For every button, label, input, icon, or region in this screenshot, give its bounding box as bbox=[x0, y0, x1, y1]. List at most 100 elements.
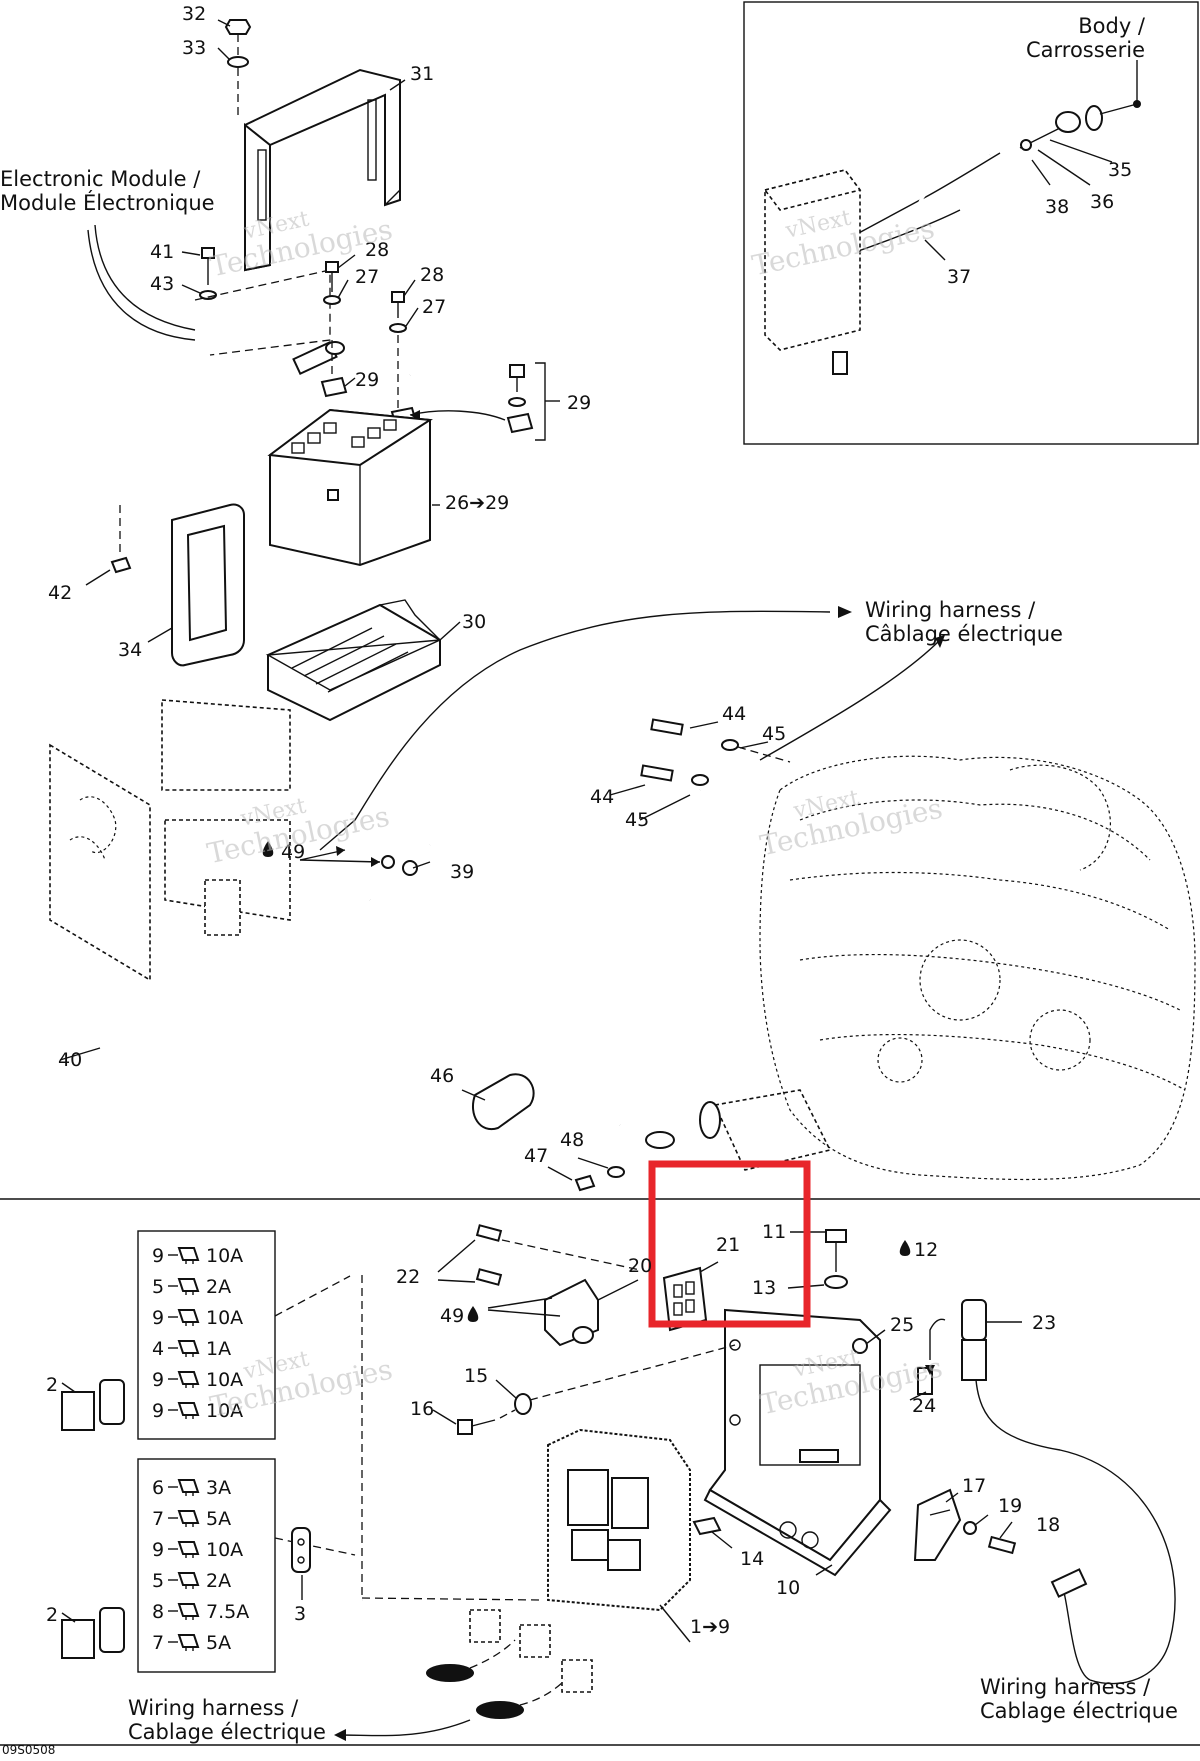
part-label-p11: 11 bbox=[762, 1221, 786, 1243]
fuse-icon bbox=[177, 1634, 200, 1651]
part-label-p44b: 44 bbox=[590, 786, 614, 808]
module-wire-b bbox=[87, 229, 196, 341]
fuse-table-2-num: 7 bbox=[152, 1632, 164, 1654]
part-label-p15: 15 bbox=[464, 1365, 488, 1387]
screw-25 bbox=[852, 1338, 868, 1354]
part-label-p40: 40 bbox=[58, 1049, 82, 1071]
part-label-p24: 24 bbox=[912, 1395, 936, 1417]
nut-32 bbox=[224, 19, 252, 35]
part-label-p18: 18 bbox=[1036, 1514, 1060, 1536]
part-label-p35: 35 bbox=[1108, 159, 1132, 181]
drawing-code: 09S0508 bbox=[2, 1743, 55, 1757]
kit-29 bbox=[506, 362, 560, 441]
fuse-table-1-num: 5 bbox=[152, 1276, 164, 1298]
part-label-p3: 3 bbox=[294, 1603, 306, 1625]
part-label-p29a: 29 bbox=[355, 369, 379, 391]
screw-28a bbox=[323, 261, 341, 305]
battery-26 bbox=[267, 408, 433, 567]
sealant-drop-icon bbox=[899, 1240, 911, 1256]
connector-24 bbox=[917, 1367, 933, 1395]
caption-harness-bottom-left: Wiring harness / bbox=[128, 1696, 299, 1720]
fuse-icon bbox=[177, 1603, 200, 1620]
screw-11 bbox=[825, 1229, 847, 1272]
part-label-p30: 30 bbox=[462, 611, 486, 633]
cable-end-40-top bbox=[292, 340, 345, 376]
module-wire-a bbox=[94, 224, 196, 331]
nut-47 bbox=[574, 1174, 596, 1192]
ecm-housing-dashed bbox=[49, 699, 291, 982]
part-label-p47: 47 bbox=[524, 1145, 548, 1167]
washer-13 bbox=[824, 1275, 848, 1289]
fuse-table-1-rating: 10A bbox=[206, 1307, 243, 1329]
harness-arrow-top bbox=[319, 610, 831, 851]
fuse-table-2-rating: 10A bbox=[206, 1539, 243, 1561]
caption-electronic-module: Module Électronique bbox=[0, 190, 215, 215]
fuse-table-2-num: 6 bbox=[152, 1477, 164, 1499]
fuse-icon bbox=[177, 1340, 200, 1357]
caption-harness-bottom-right: Wiring harness / bbox=[980, 1675, 1151, 1699]
piece-14 bbox=[692, 1516, 722, 1536]
part-label-p34: 34 bbox=[118, 639, 142, 661]
sealant-drop-icon bbox=[467, 1306, 479, 1322]
fuse-table-1-num: 4 bbox=[152, 1338, 164, 1360]
fuse-table-2-rating: 5A bbox=[206, 1508, 231, 1530]
part-label-p42: 42 bbox=[48, 582, 72, 604]
part-label-p31: 31 bbox=[410, 63, 434, 85]
fuse-table-2-rating: 2A bbox=[206, 1570, 231, 1592]
battery-bracket-31 bbox=[244, 68, 401, 272]
connector-end-23 bbox=[1050, 1568, 1088, 1598]
connector-49-top bbox=[204, 855, 418, 936]
part-label-p39: 39 bbox=[450, 861, 474, 883]
clip-3 bbox=[291, 1527, 311, 1573]
caption-body: Body / bbox=[1078, 14, 1146, 38]
battery-pad-34 bbox=[171, 503, 245, 667]
fuse-table-1-num: 9 bbox=[152, 1245, 164, 1267]
fuse-table-2-frame bbox=[137, 1458, 276, 1673]
terminal-46 bbox=[472, 1073, 535, 1131]
part-label-p33: 33 bbox=[182, 37, 206, 59]
battery-tray-30 bbox=[265, 599, 441, 722]
washer-43 bbox=[199, 290, 217, 300]
relay-2-bottom bbox=[61, 1607, 125, 1659]
part-label-p20: 20 bbox=[628, 1255, 652, 1277]
connector-21 bbox=[662, 1266, 708, 1332]
part-label-p28a: 28 bbox=[365, 239, 389, 261]
highlight-box bbox=[648, 1160, 811, 1328]
fuse-table-1-num: 9 bbox=[152, 1400, 164, 1422]
fuse-icon bbox=[177, 1371, 200, 1388]
part-label-p2b: 2 bbox=[46, 1604, 58, 1626]
fuse-table-1-num: 9 bbox=[152, 1369, 164, 1391]
screw-28b bbox=[389, 291, 407, 333]
caption-harness-top: Câblage électrique bbox=[865, 622, 1063, 646]
fuse-table-1-frame bbox=[137, 1230, 276, 1440]
part-label-p12: 12 bbox=[914, 1239, 938, 1261]
screw-22a bbox=[475, 1224, 503, 1242]
caption-body: Carrosserie bbox=[1026, 38, 1145, 62]
part-label-p1: 1➔9 bbox=[690, 1616, 730, 1638]
part-label-p41: 41 bbox=[150, 241, 174, 263]
fuse-icon bbox=[177, 1510, 200, 1527]
part-label-p25: 25 bbox=[890, 1314, 914, 1336]
part-label-p23: 23 bbox=[1032, 1312, 1056, 1334]
caption-harness-top: Wiring harness / bbox=[865, 598, 1036, 622]
part-label-p27a: 27 bbox=[355, 266, 379, 288]
fuse-table-1-rating: 10A bbox=[206, 1245, 243, 1267]
screw-18 bbox=[987, 1535, 1017, 1555]
part-label-p45a: 45 bbox=[762, 723, 786, 745]
part-label-p16: 16 bbox=[410, 1398, 434, 1420]
part-label-p48: 48 bbox=[560, 1129, 584, 1151]
fuse-icon bbox=[177, 1541, 200, 1558]
screw-44a bbox=[650, 718, 739, 751]
leader-lines-top bbox=[59, 19, 769, 1181]
fuse-table-2-rating: 5A bbox=[206, 1632, 231, 1654]
fuse-icon bbox=[177, 1247, 200, 1264]
fuse-table-2-rating: 7.5A bbox=[206, 1601, 249, 1623]
part-label-p14: 14 bbox=[740, 1548, 764, 1570]
washer-48 bbox=[607, 1166, 625, 1178]
washer-19 bbox=[963, 1521, 977, 1535]
inset-frame bbox=[743, 1, 1199, 445]
part-label-p29b: 29 bbox=[567, 392, 591, 414]
fuse-icon bbox=[177, 1402, 200, 1419]
